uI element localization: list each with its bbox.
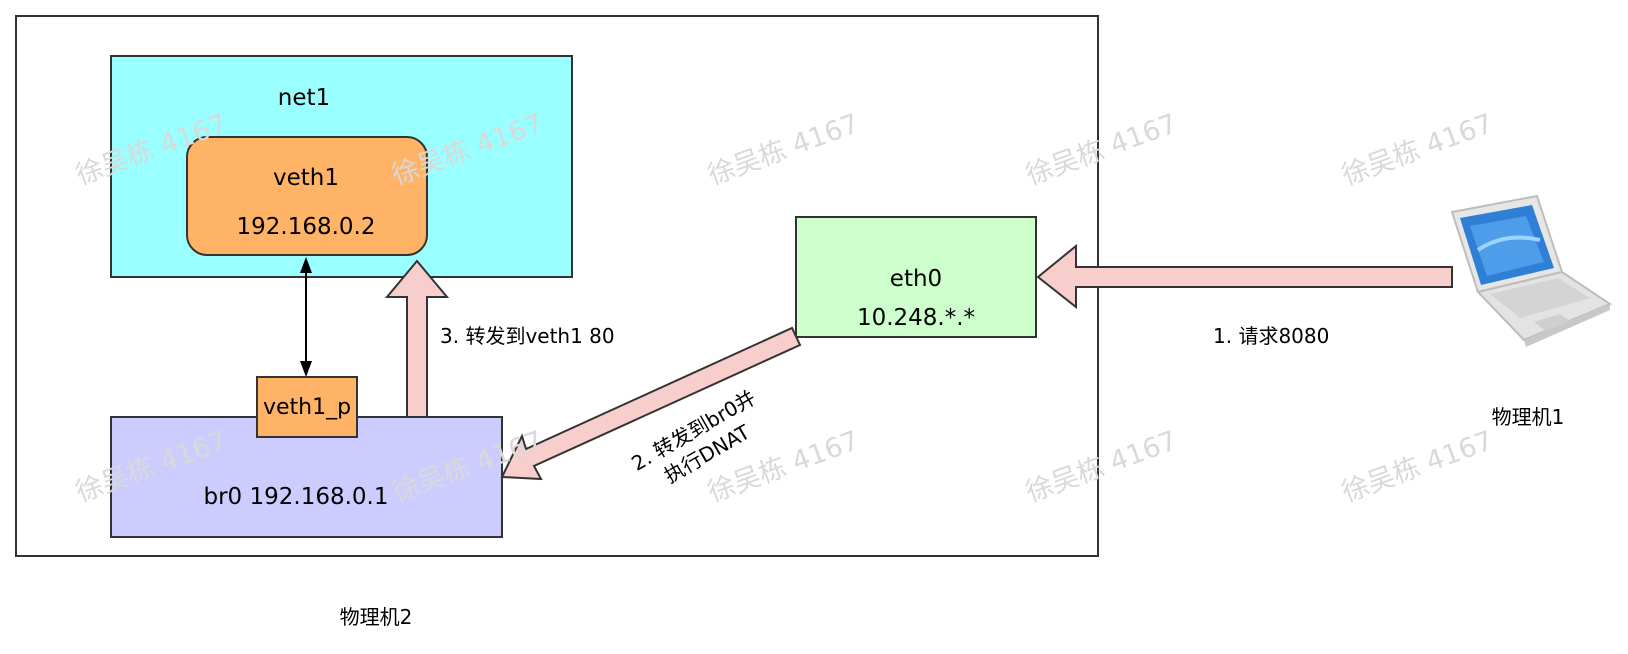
step3-label: 3. 转发到veth1 80 [440,324,615,348]
veth1-box [186,136,428,256]
step1-arrow [1036,243,1453,310]
host1-label: 物理机1 [1492,405,1565,429]
net1-label: net1 [278,85,330,111]
veth1-name: veth1 [273,165,339,191]
eth0-box [795,216,1037,338]
veth1-p-label: veth1_p [263,395,351,420]
eth0-ip: 10.248.*.* [857,305,975,331]
laptop-icon [1450,194,1613,347]
step3-arrow [384,259,450,418]
svg-text:徐吴栋 4167: 徐吴栋 4167 [1338,425,1497,508]
svg-text:徐吴栋 4167: 徐吴栋 4167 [1022,108,1181,191]
br0-label: br0 192.168.0.1 [204,484,389,510]
veth1-p-box [256,376,358,438]
svg-text:徐吴栋 4167: 徐吴栋 4167 [1022,425,1181,508]
svg-text:徐吴栋 4167: 徐吴栋 4167 [1338,108,1497,191]
svg-text:徐吴栋 4167: 徐吴栋 4167 [704,108,863,191]
veth-link-arrow [300,257,312,377]
step2-arrow [500,326,802,481]
host2-label: 物理机2 [340,605,413,629]
step1-label: 1. 请求8080 [1213,324,1329,348]
eth0-name: eth0 [890,266,942,292]
veth1-ip: 192.168.0.2 [237,214,376,240]
